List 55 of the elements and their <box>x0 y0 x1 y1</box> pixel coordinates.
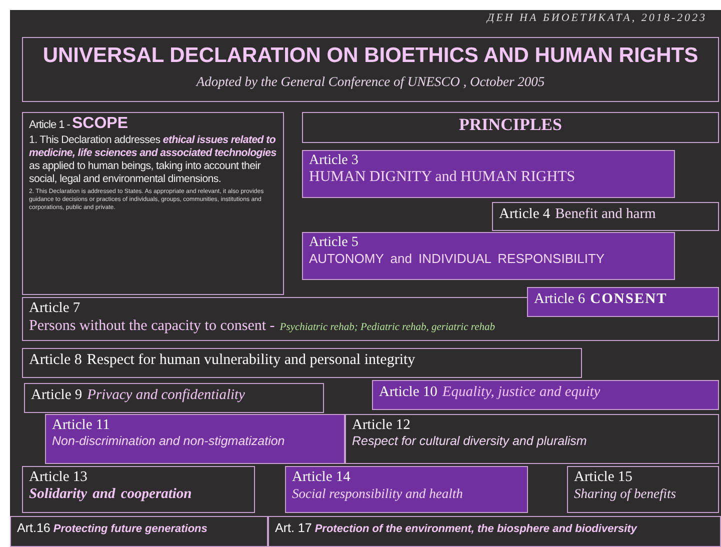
article-box <box>567 466 719 513</box>
article-number: Article 10 <box>379 384 438 400</box>
article-number: Art.16 <box>17 521 50 535</box>
article-title: CONSENT <box>590 291 668 307</box>
article-number: Article 15 <box>574 469 634 486</box>
article-box <box>22 112 284 295</box>
article-number: Article 1 - <box>29 119 70 131</box>
article-number: Article 8 <box>29 352 82 368</box>
article-title: Social responsibility and health <box>292 486 464 502</box>
header-note: ДЕН НА БИОЕТИКАТА, 2018-2023 <box>487 12 707 24</box>
article-number: Article 5 <box>309 235 360 251</box>
article-title: Respect for cultural diversity and pluralism <box>352 434 588 448</box>
article-title: Benefit and harm <box>555 206 656 222</box>
article-box <box>10 516 268 547</box>
article-title: Equality, justice and equity <box>442 384 600 400</box>
title-box <box>22 37 719 102</box>
article-number: Article 4 <box>499 206 550 222</box>
article-box <box>345 414 719 464</box>
scope-paragraph: 1. This Declaration addresses ethical issues related to medicine, life sciences and associated technologies as applied to human beings, taking into account their social, legal and environmental dimensions. <box>29 134 277 186</box>
article-box <box>45 414 345 464</box>
article-box <box>22 348 582 378</box>
heading-box <box>302 112 719 143</box>
article-box <box>22 466 255 513</box>
article-title: Respect for human vulnerability and personal integrity <box>86 352 416 368</box>
article-number: Article 9 <box>31 387 82 403</box>
article-box <box>302 232 675 280</box>
article-box <box>302 150 675 198</box>
article-box <box>372 380 719 410</box>
article-title: AUTONOMY and INDIVIDUAL RESPONSIBILITY <box>309 251 606 266</box>
article-title: Solidarity and cooperation <box>29 486 193 503</box>
article-box <box>285 466 528 513</box>
article-title: Privacy and confidentiality <box>87 387 245 403</box>
article-title: Sharing of benefits <box>574 486 677 502</box>
article-number: Article 7 <box>29 300 82 317</box>
article-number: Art. 17 <box>275 521 312 535</box>
article-box <box>268 516 721 547</box>
article-number: Article 3 <box>309 153 360 169</box>
article-box <box>492 202 719 231</box>
article-box <box>527 287 719 317</box>
note-text: Psychiatric rehab; Pediatric rehab, geriatric rehab <box>280 322 495 333</box>
heading-text: UNIVERSAL DECLARATION ON BIOETHICS AND HUMAN RIGHTS <box>42 44 700 68</box>
article-number: Article 11 <box>52 417 111 434</box>
article-title: Persons without the capacity to consent - <box>29 318 275 334</box>
article-title: Non-discrimination and non-stigmatization <box>52 434 286 448</box>
article-number: Article 6 <box>534 291 586 307</box>
article-title: Protecting future generations <box>53 523 208 535</box>
section-heading: PRINCIPLES <box>458 115 563 135</box>
article-title: Protection of the environment, the biosphere and biodiversity <box>314 523 637 535</box>
article-box <box>24 383 324 413</box>
article-number: Article 13 <box>29 469 88 486</box>
article-number: Article 14 <box>292 469 352 486</box>
subtitle-text: Adopted by the General Conference of UNESCO , October 2005 <box>194 74 546 90</box>
article-number: Article 12 <box>352 417 412 434</box>
article-title: SCOPE <box>72 115 128 132</box>
article-title: HUMAN DIGNITY and HUMAN RIGHTS <box>309 169 576 186</box>
